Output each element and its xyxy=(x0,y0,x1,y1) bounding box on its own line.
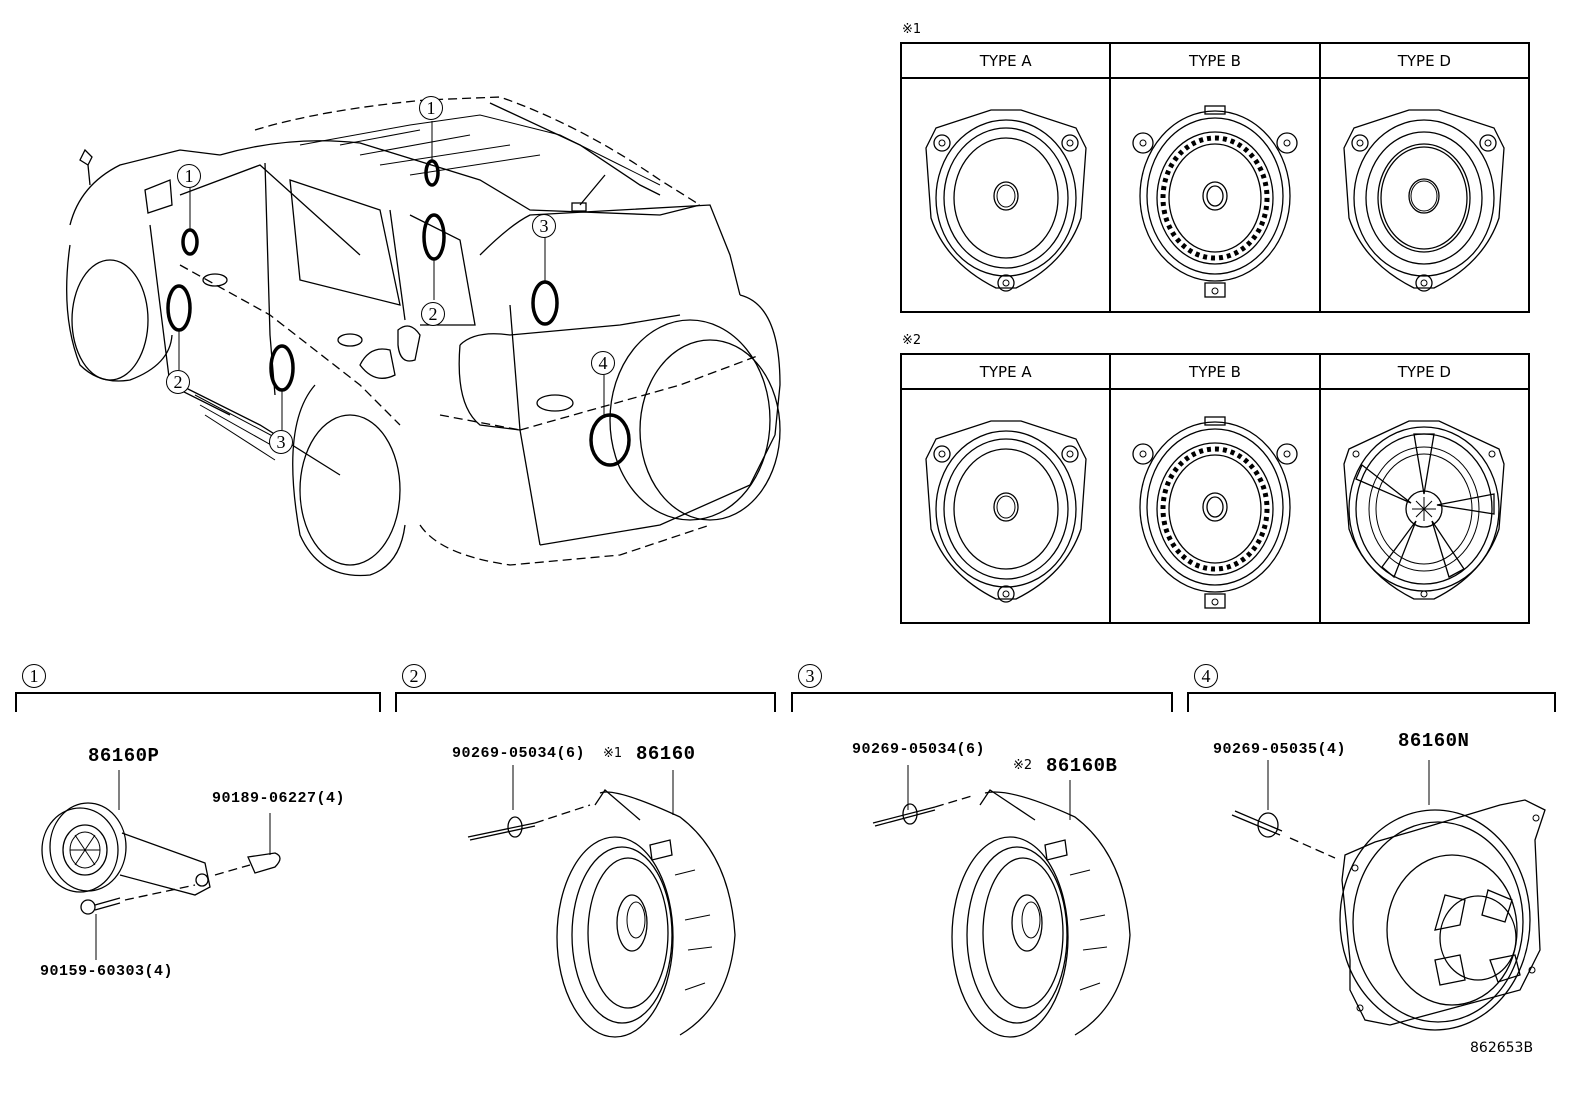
callout-3-back: 3 xyxy=(532,214,556,238)
speaker-ring-2-door xyxy=(166,284,192,332)
part-86160N: 86160N xyxy=(1398,730,1470,752)
callout-2-door: 2 xyxy=(166,370,190,394)
callout-1-door: 1 xyxy=(177,164,201,188)
speaker-locations xyxy=(166,121,631,467)
type-table-2-header-d: TYPE D xyxy=(1318,353,1531,390)
section-2-number: 2 xyxy=(402,664,426,688)
speaker-type-b-icon xyxy=(1132,104,1298,298)
speaker-type-a-icon xyxy=(924,108,1087,292)
speaker-type-d-grille-icon xyxy=(1343,419,1505,600)
speaker-type-d-icon xyxy=(1343,108,1505,292)
speaker-ring-1-door xyxy=(181,228,199,256)
section-3-number: 3 xyxy=(798,664,822,688)
section-2-note: ※1 xyxy=(603,746,623,761)
part-90269-05034-sec3: 90269-05034(6) xyxy=(852,741,986,758)
speaker-type-a-icon xyxy=(924,419,1087,603)
speaker-ring-3-back xyxy=(531,280,559,326)
part-90269-05035: 90269-05035(4) xyxy=(1213,741,1347,758)
section-3-note: ※2 xyxy=(1013,758,1033,773)
section-4-bracket xyxy=(1187,692,1556,712)
speaker-86160N-drawing xyxy=(1231,760,1546,1031)
tweeter-86160P-drawing xyxy=(41,770,281,960)
speaker-ring-2-quarter xyxy=(422,213,446,261)
type-table-2-header-b: TYPE B xyxy=(1109,353,1321,390)
section-4-number: 4 xyxy=(1194,664,1218,688)
type-table-2: TYPE A TYPE B TYPE D xyxy=(899,353,1531,624)
section-1-bracket xyxy=(15,692,381,712)
section-2-bracket xyxy=(395,692,776,712)
speaker-ring-4-back xyxy=(589,413,631,467)
section-3-bracket xyxy=(791,692,1173,712)
part-86160: 86160 xyxy=(636,743,696,765)
type-table-1-header-a: TYPE A xyxy=(899,42,1112,79)
type-table-1-image-b xyxy=(1109,77,1321,313)
part-90269-05034-sec2: 90269-05034(6) xyxy=(452,745,586,762)
type-table-1-image-d xyxy=(1318,77,1531,313)
type-table-2-header-a: TYPE A xyxy=(899,353,1112,390)
type-table-2-note: ※2 xyxy=(902,333,922,348)
type-table-1: TYPE A TYPE B TYPE D xyxy=(899,42,1531,313)
speaker-ring-1-roof xyxy=(424,159,440,187)
type-table-1-note: ※1 xyxy=(902,22,922,37)
part-86160P: 86160P xyxy=(88,745,160,767)
figure-id: 862653B xyxy=(1470,1040,1534,1056)
part-86160B: 86160B xyxy=(1046,755,1118,777)
part-90159-60303: 90159-60303(4) xyxy=(40,963,174,980)
speaker-type-b-icon xyxy=(1132,415,1298,609)
type-table-2-image-b xyxy=(1109,388,1321,624)
type-table-2-image-a xyxy=(899,388,1112,624)
speaker-86160B-drawing xyxy=(872,765,1131,1038)
part-90189-06227: 90189-06227(4) xyxy=(212,790,346,807)
type-table-1-header-b: TYPE B xyxy=(1109,42,1321,79)
speaker-86160-drawing xyxy=(467,765,736,1038)
type-table-2-image-d xyxy=(1318,388,1531,624)
section-1-number: 1 xyxy=(22,664,46,688)
callout-4-back: 4 xyxy=(591,351,615,375)
vehicle-overview: 1 1 2 2 3 3 4 xyxy=(60,85,800,605)
speaker-ring-3-door xyxy=(269,344,295,392)
type-table-1-image-a xyxy=(899,77,1112,313)
callout-2-quarter: 2 xyxy=(421,302,445,326)
type-table-1-header-d: TYPE D xyxy=(1318,42,1531,79)
callout-3-door: 3 xyxy=(269,430,293,454)
vehicle-outline xyxy=(66,96,781,577)
callout-1-roof: 1 xyxy=(419,96,443,120)
